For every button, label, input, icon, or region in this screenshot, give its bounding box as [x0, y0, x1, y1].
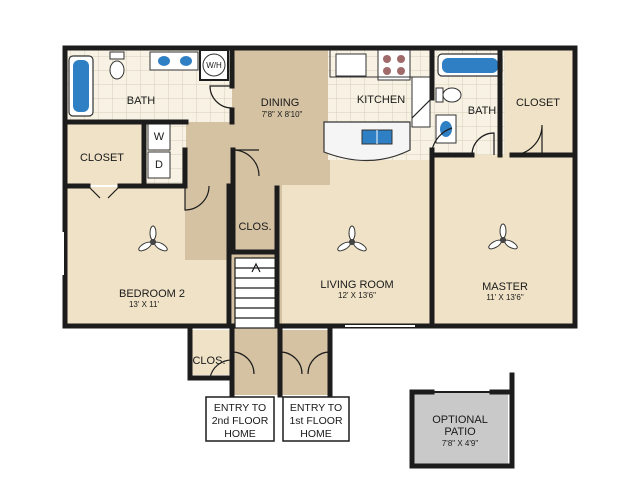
- closet1-floor: [67, 123, 144, 185]
- entry-closet-label: CLOS.: [192, 355, 225, 367]
- dining-label: DINING: [261, 97, 300, 109]
- bedroom2-label: BEDROOM 2: [119, 288, 185, 300]
- svg-text:HOME: HOME: [224, 428, 256, 440]
- stove: [377, 49, 411, 81]
- dryer-label: D: [155, 159, 163, 171]
- svg-text:ENTRY TO: ENTRY TO: [290, 402, 342, 414]
- bedroom2-dim: 13' X 11': [129, 300, 160, 309]
- dryer: [147, 151, 171, 179]
- entry-closet-floor: [190, 330, 232, 375]
- kitchen-label: KITCHEN: [357, 94, 405, 106]
- svg-text:7'8" X 4'9": 7'8" X 4'9": [442, 439, 478, 448]
- entry-2nd-floor-box: ENTRY TO 2nd FLOOR HOME: [205, 396, 275, 442]
- hall-closet-label: CLOS.: [238, 221, 271, 233]
- master-label: MASTER: [482, 281, 528, 293]
- svg-text:HOME: HOME: [300, 428, 332, 440]
- svg-text:PATIO: PATIO: [444, 426, 476, 438]
- living-label: LIVING ROOM: [320, 279, 393, 291]
- bath1-label: BATH: [127, 95, 156, 107]
- stairs: [234, 257, 278, 329]
- living-dim: 12' X 13'6": [338, 291, 376, 300]
- kitchen-counter-right: [411, 76, 431, 128]
- door-swings: [87, 85, 543, 395]
- bath2-label: BATH: [468, 105, 497, 117]
- master-dim: 11' X 13'6": [486, 293, 523, 302]
- washer-label: W: [154, 131, 165, 143]
- toilet-1: [109, 60, 125, 80]
- dining-dim: 7'8" X 8'10": [262, 110, 303, 119]
- closet2-label: CLOSET: [516, 97, 560, 109]
- water-heater-label: W/H: [206, 61, 222, 70]
- entry-1st-floor-box: ENTRY TO 1st FLOOR HOME: [282, 396, 350, 442]
- closet1-label: CLOSET: [80, 152, 124, 164]
- toilet-2: [442, 87, 462, 103]
- svg-text:1st FLOOR: 1st FLOOR: [289, 415, 343, 427]
- svg-text:ENTRY TO: ENTRY TO: [214, 402, 266, 414]
- patio-floor: [413, 392, 508, 464]
- svg-text:2nd FLOOR: 2nd FLOOR: [212, 415, 269, 427]
- patio-label: OPTIONAL PATIO 7'8" X 4'9": [432, 414, 488, 448]
- svg-text:OPTIONAL: OPTIONAL: [432, 414, 488, 426]
- room-labels: BATH CLOSET BEDROOM 2 13' X 11' DINING 7…: [80, 61, 560, 367]
- fixtures: [68, 49, 503, 179]
- fridge: [335, 53, 367, 77]
